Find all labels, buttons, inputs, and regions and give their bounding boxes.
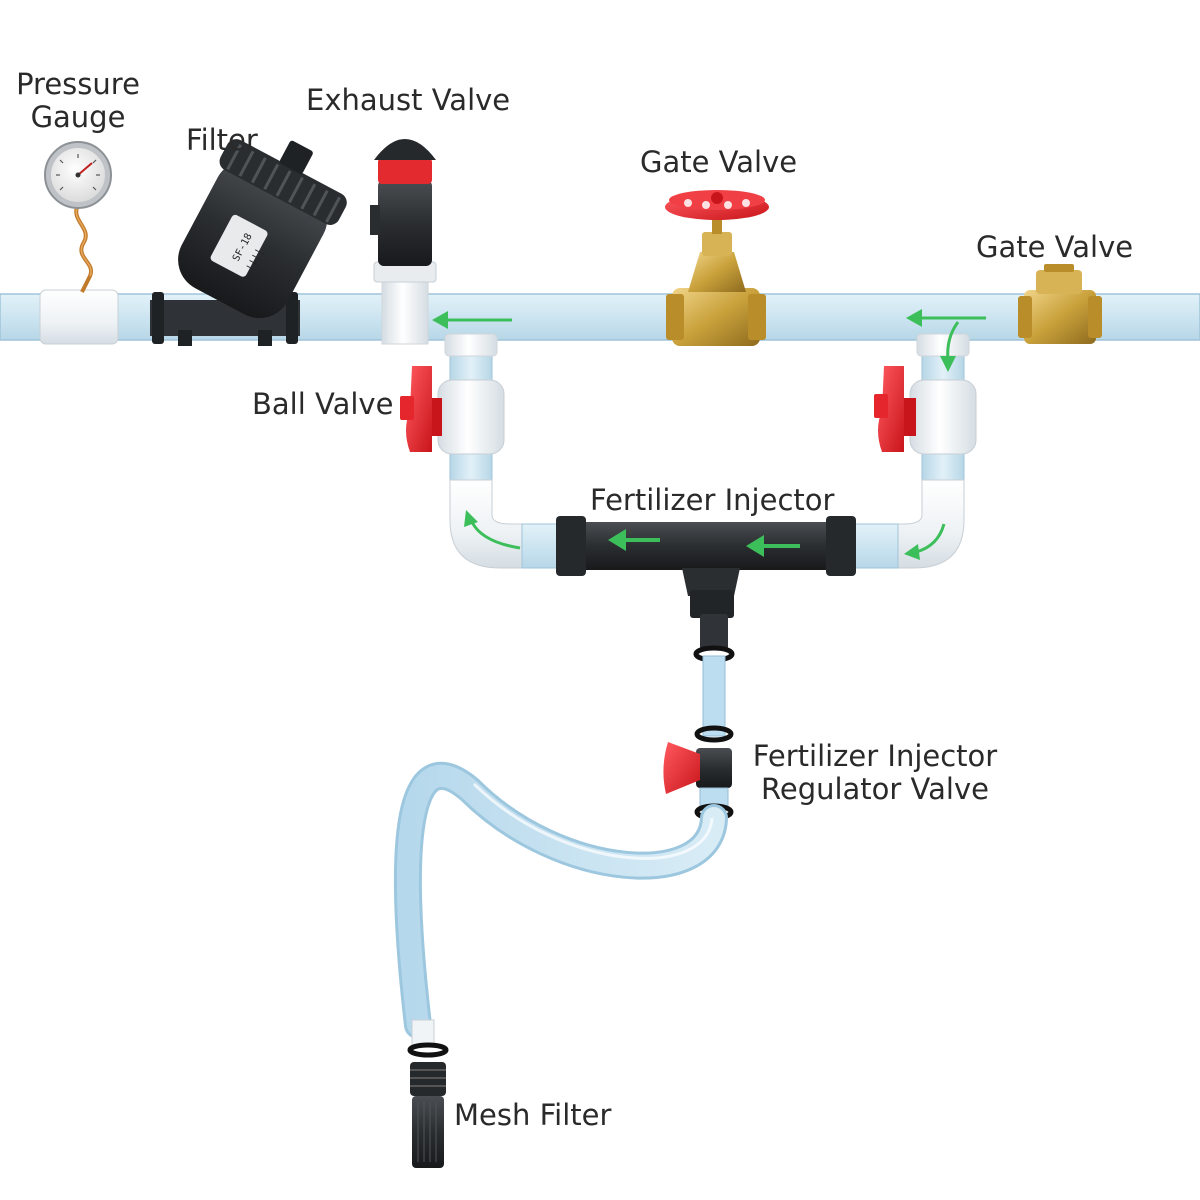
flow-arrow-bypass-left: [464, 510, 521, 550]
regulator-line: [663, 655, 734, 821]
mesh-filter-label: Mesh Filter: [454, 1098, 612, 1132]
flow-arrow-injector-1: [746, 535, 800, 557]
gate-valve-center-icon: [665, 190, 769, 346]
pressure-gauge-label: Pressure Gauge: [10, 68, 146, 134]
flow-arrow-main-left: [432, 311, 512, 329]
fertilizer-injector-icon: [556, 516, 856, 663]
flow-arrow-bypass-right: [904, 523, 946, 560]
bypass-right: [851, 333, 977, 569]
ball-valve-label: Ball Valve: [252, 387, 394, 421]
gauge-coupling: [39, 289, 119, 345]
flow-arrows: [432, 309, 986, 560]
hose: [393, 761, 728, 1039]
exhaust-valve-label: Exhaust Valve: [306, 83, 511, 117]
gate-valve-right-icon: [1018, 264, 1102, 344]
pressure-gauge-label-line2: Gauge: [30, 100, 126, 134]
mesh-filter-icon: [407, 1019, 449, 1168]
filter-icon: [150, 139, 347, 346]
ball-valve-right-icon: [874, 366, 916, 452]
pressure-gauge-icon: [44, 141, 112, 293]
bypass-left: [437, 333, 563, 569]
gate-valve-center-label: Gate Valve: [640, 145, 798, 179]
ball-valve-left-icon: [400, 366, 442, 452]
pressure-gauge-label-line1: Pressure: [16, 67, 140, 101]
flow-arrow-main-right: [906, 309, 986, 372]
regulator-valve-label-line1: Fertilizer Injector: [752, 739, 998, 773]
flow-arrow-injector-2: [608, 529, 660, 551]
filter-label: Filter: [186, 123, 258, 157]
regulator-valve-label: Fertilizer Injector Regulator Valve: [748, 740, 1002, 806]
gate-valve-right-label: Gate Valve: [976, 230, 1134, 264]
fertilizer-injector-label: Fertilizer Injector: [590, 483, 835, 517]
regulator-valve-label-line2: Regulator Valve: [761, 772, 989, 806]
exhaust-valve-icon: [370, 139, 437, 345]
